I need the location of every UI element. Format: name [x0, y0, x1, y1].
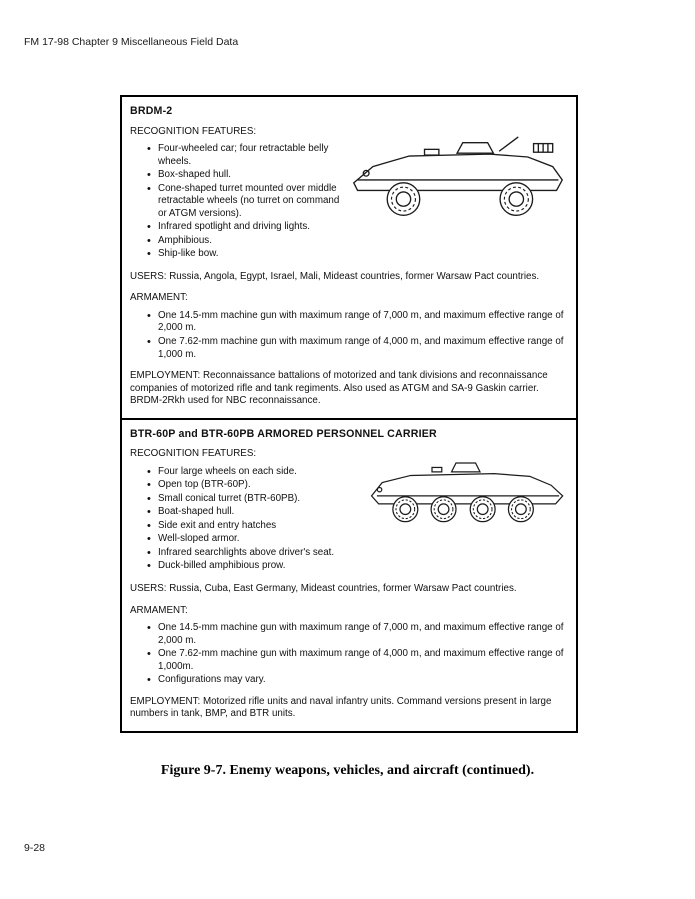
feature-item: Duck-billed amphibious prow. — [146, 559, 368, 573]
recognition-row: RECOGNITION FEATURES: Four large wheels … — [130, 448, 566, 574]
recognition-features-column: RECOGNITION FEATURES: Four large wheels … — [130, 448, 368, 574]
brdm-2-illustration — [348, 126, 568, 230]
armament-item: Configurations may vary. — [146, 673, 566, 687]
feature-item: Amphibious. — [146, 234, 348, 248]
page-header: FM 17-98 Chapter 9 Miscellaneous Field D… — [24, 36, 239, 48]
feature-item: Well-sloped armor. — [146, 532, 368, 546]
armament-block: ARMAMENT: One 14.5-mm machine gun with m… — [130, 605, 566, 687]
users-paragraph: USERS: Russia, Angola, Egypt, Israel, Ma… — [130, 270, 540, 282]
btr-60-illustration — [368, 448, 568, 532]
section-divider — [122, 417, 576, 420]
section-brdm-2: BRDM-2 RECOGNITION FEATURES: Four-wheele… — [122, 97, 576, 418]
armament-list: One 14.5-mm machine gun with maximum ran… — [146, 309, 566, 361]
armament-item: One 14.5-mm machine gun with maximum ran… — [146, 309, 566, 335]
armament-item: One 14.5-mm machine gun with maximum ran… — [146, 621, 566, 647]
page-number: 9-28 — [24, 842, 46, 854]
recognition-row: RECOGNITION FEATURES: Four-wheeled car; … — [130, 126, 566, 262]
recognition-features-column: RECOGNITION FEATURES: Four-wheeled car; … — [130, 126, 348, 262]
feature-list: Four-wheeled car; four retractable belly… — [146, 142, 348, 261]
feature-item: Infrared searchlights above driver's sea… — [146, 546, 368, 560]
armament-item: One 7.62-mm machine gun with maximum ran… — [146, 335, 566, 361]
employment-paragraph: EMPLOYMENT: Motorized rifle units and na… — [130, 695, 552, 720]
brdm-2-line-drawing-svg — [352, 135, 564, 216]
recognition-features-label: RECOGNITION FEATURES: — [130, 125, 257, 137]
armament-label: ARMAMENT: — [130, 604, 188, 616]
btr-60-line-drawing-svg — [370, 462, 564, 523]
feature-item: Side exit and entry hatches — [146, 519, 368, 533]
feature-item: Boat-shaped hull. — [146, 505, 368, 519]
feature-item: Four large wheels on each side. — [146, 465, 368, 479]
vehicle-title-btr-60: BTR-60P and BTR-60PB ARMORED PERSONNEL C… — [130, 427, 437, 440]
armament-block: ARMAMENT: One 14.5-mm machine gun with m… — [130, 292, 566, 361]
armament-list: One 14.5-mm machine gun with maximum ran… — [146, 621, 566, 687]
armament-item: One 7.62-mm machine gun with maximum ran… — [146, 647, 566, 673]
figure-box: BRDM-2 RECOGNITION FEATURES: Four-wheele… — [120, 95, 578, 733]
feature-item: Cone-shaped turret mounted over middle r… — [146, 182, 348, 221]
feature-item: Ship-like bow. — [146, 247, 348, 261]
section-btr-60: BTR-60P and BTR-60PB ARMORED PERSONNEL C… — [122, 420, 576, 731]
figure-caption: Figure 9-7. Enemy weapons, vehicles, and… — [160, 763, 535, 778]
armament-label: ARMAMENT: — [130, 292, 188, 304]
feature-item: Infrared spotlight and driving lights. — [146, 220, 348, 234]
feature-item: Small conical turret (BTR-60PB). — [146, 492, 368, 506]
feature-item: Four-wheeled car; four retractable belly… — [146, 142, 348, 168]
vehicle-title-brdm-2: BRDM-2 — [130, 105, 173, 117]
feature-list: Four large wheels on each side. Open top… — [146, 465, 368, 573]
feature-item: Open top (BTR-60P). — [146, 478, 368, 492]
recognition-features-label: RECOGNITION FEATURES: — [130, 448, 257, 460]
feature-item: Box-shaped hull. — [146, 168, 348, 182]
employment-paragraph: EMPLOYMENT: Reconnaissance battalions of… — [130, 370, 548, 407]
users-paragraph: USERS: Russia, Cuba, East Germany, Midea… — [130, 582, 517, 594]
